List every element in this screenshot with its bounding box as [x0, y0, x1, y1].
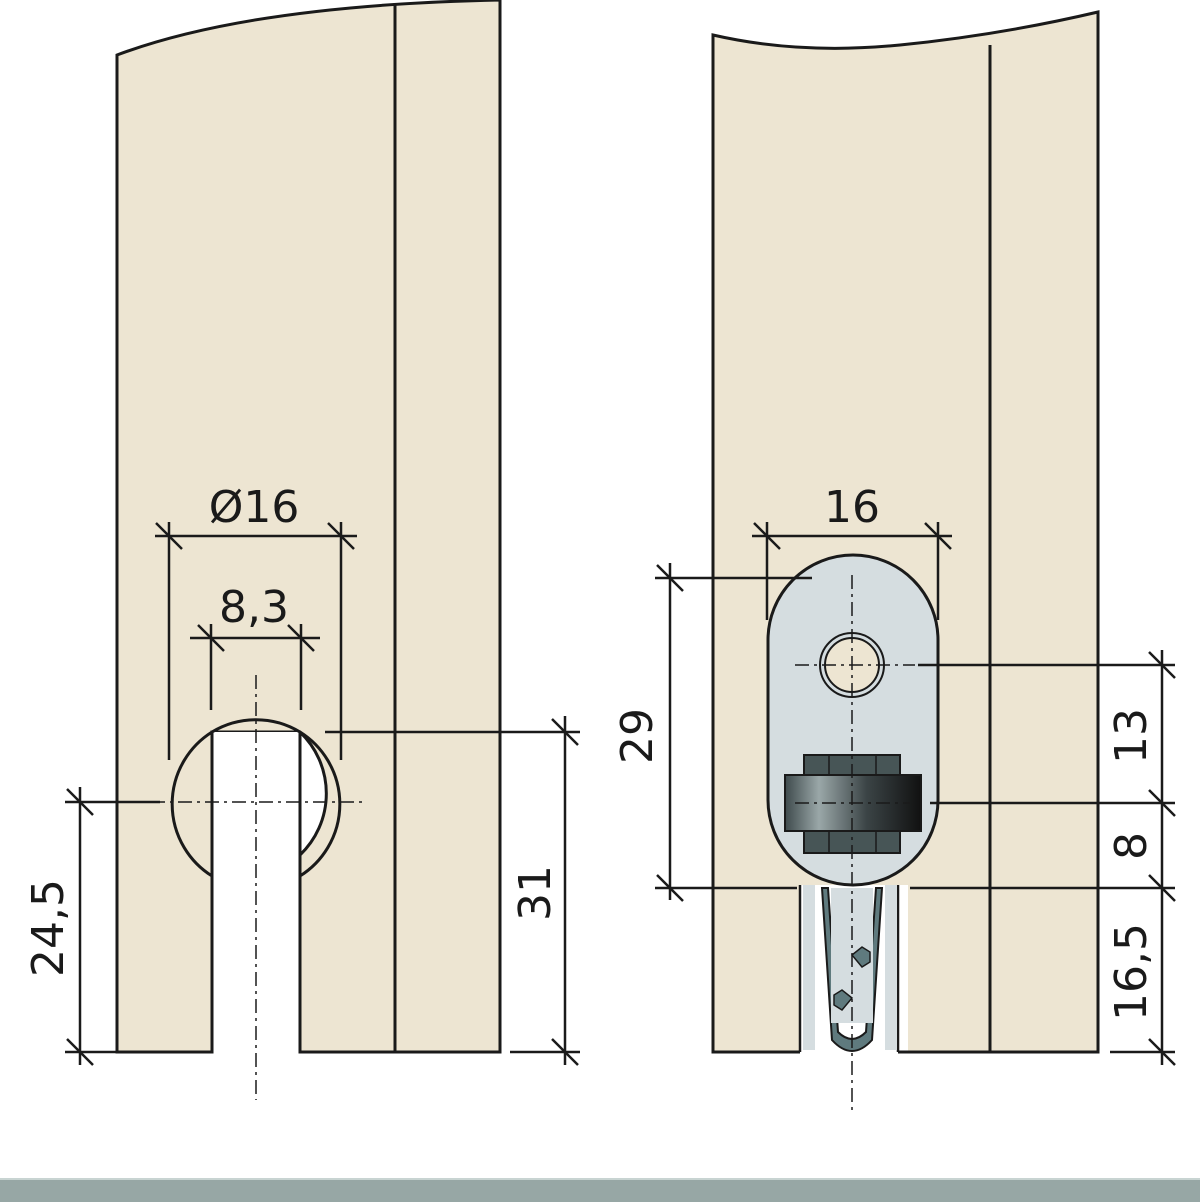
footer-bar — [0, 1178, 1200, 1202]
total-height-label: 29 — [612, 708, 663, 764]
roller — [784, 754, 922, 854]
diameter-label: Ø16 — [209, 482, 300, 533]
right-door-panel — [711, 10, 1100, 1055]
seal-height-label: 16,5 — [1106, 923, 1157, 1021]
width-label: 16 — [824, 482, 880, 533]
left-door-panel — [70, 0, 502, 1100]
right-dimensions — [655, 522, 1176, 1066]
bore-top-label: 31 — [510, 865, 561, 921]
slot-width-label: 8,3 — [219, 582, 289, 633]
roller-to-edge-label: 8 — [1106, 832, 1157, 860]
center-height-label: 24,5 — [23, 879, 74, 977]
left-dimensions — [65, 522, 580, 1066]
hole-to-roller-label: 13 — [1106, 708, 1157, 764]
